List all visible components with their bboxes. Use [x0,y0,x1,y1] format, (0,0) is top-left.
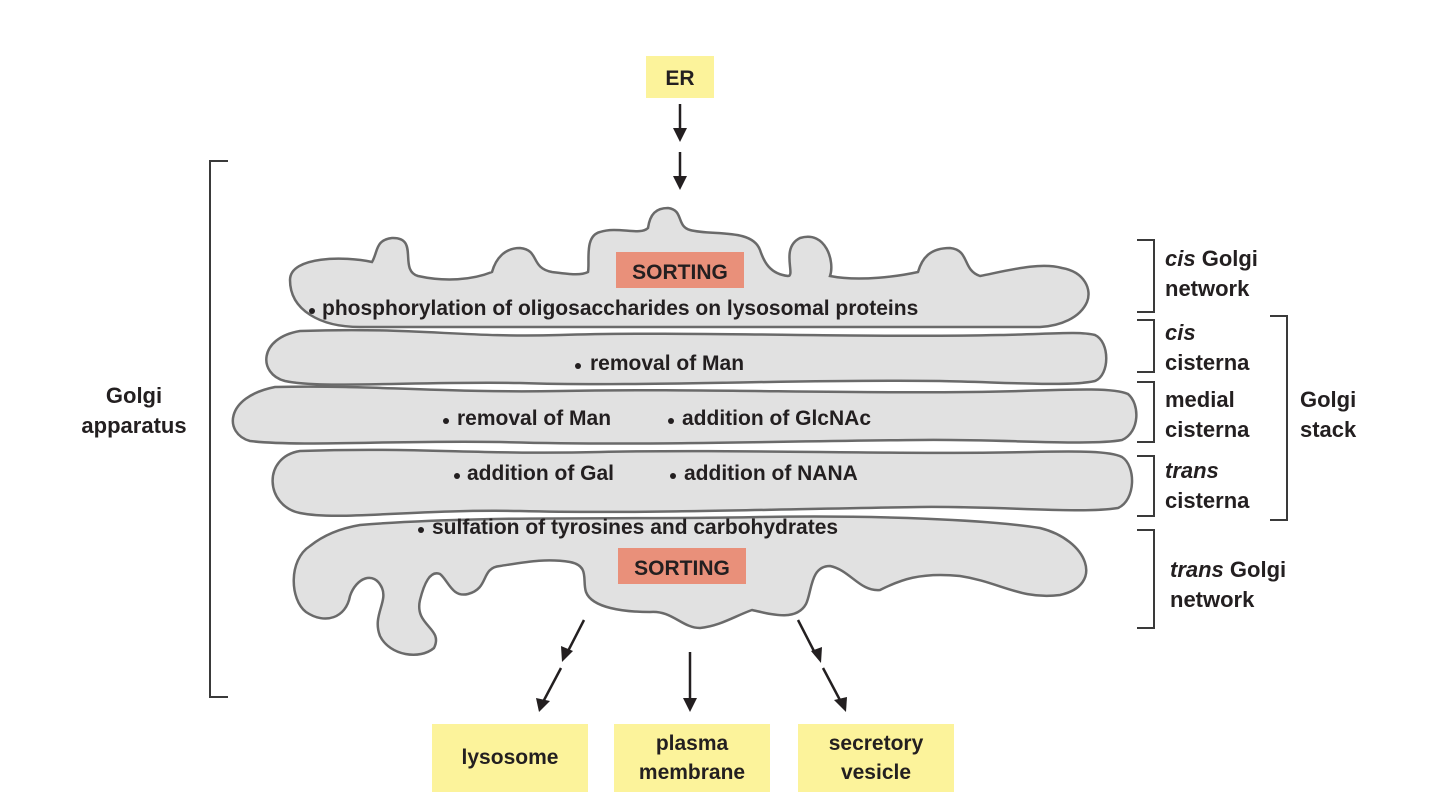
trans-cisterna-label-line2: cisterna [1165,488,1250,513]
trans-golgi-network-label-line2: network [1170,587,1255,612]
trans-cisterna-label-line1: trans [1165,458,1219,483]
cis-cisterna-label-line1: cis [1165,320,1196,345]
trans-golgi-network-shape [292,515,1088,656]
cis-cisterna-shape [265,328,1108,386]
bullet-dot [309,308,315,314]
plasma-membrane-label-line2: membrane [639,761,745,784]
cis-golgi-network-bracket [1137,239,1155,313]
sorting-label-cis: SORTING [632,261,728,284]
plasma-membrane-label-line1: plasma [656,732,729,755]
secretory-vesicle-label-line1: secretory [829,732,924,755]
medial-cisterna-label-line1: medial [1165,387,1235,412]
sorting-box-cis [616,252,744,288]
medial-cisterna-bracket [1137,381,1155,443]
lysosome-box [432,724,588,792]
cis-golgi-network-function: phosphorylation of oligosaccharides on l… [322,297,918,320]
cis-golgi-network-label-line1: cis Golgi [1165,246,1258,271]
trans-cisterna-bracket [1137,455,1155,517]
trans-golgi-network-bracket [1137,529,1155,629]
bullet-dot [575,363,581,369]
arrow-to-plasma-membrane [683,652,697,712]
trans-golgi-network-function: sulfation of tyrosines and carbohydrates [432,516,838,539]
er-label: ER [665,67,694,90]
trans-cisterna-function-2: addition of NANA [684,462,858,485]
bullet-dot [443,418,449,424]
trans-golgi-network-label-line1: trans Golgi [1170,557,1286,582]
plasma-membrane-box [614,724,770,792]
trans-cisterna-shape [271,448,1134,518]
cis-cisterna-label-line2: cisterna [1165,350,1250,375]
medial-cisterna-function-1: removal of Man [457,407,611,430]
cis-cisterna-bracket [1137,319,1155,373]
bullet-dot [454,473,460,479]
medial-cisterna-shape [231,385,1138,445]
sorting-label-trans: SORTING [634,557,730,580]
golgi-apparatus-label-line1: Golgi [106,383,162,408]
secretory-vesicle-box [798,724,954,792]
trans-cisterna-function-1: addition of Gal [467,462,614,485]
bullet-dot [418,527,424,533]
golgi-apparatus-bracket [209,160,228,698]
cis-golgi-network-label-line2: network [1165,276,1250,301]
er-box [646,56,714,98]
golgi-stack-bracket [1270,315,1288,521]
bullet-dot [670,473,676,479]
er-entry-arrow [673,104,687,190]
secretory-vesicle-label-line2: vesicle [841,761,911,784]
medial-cisterna-function-2: addition of GlcNAc [682,407,871,430]
sorting-box-trans [618,548,746,584]
lysosome-label: lysosome [462,746,559,769]
bullet-dot [668,418,674,424]
medial-cisterna-label-line2: cisterna [1165,417,1250,442]
golgi-stack-label-line2: stack [1300,417,1357,442]
golgi-stack-label-line1: Golgi [1300,387,1356,412]
golgi-apparatus-label-line2: apparatus [81,413,186,438]
cis-cisterna-function: removal of Man [590,352,744,375]
arrow-to-secretory-vesicle [796,619,847,712]
arrow-to-lysosome [536,619,586,712]
